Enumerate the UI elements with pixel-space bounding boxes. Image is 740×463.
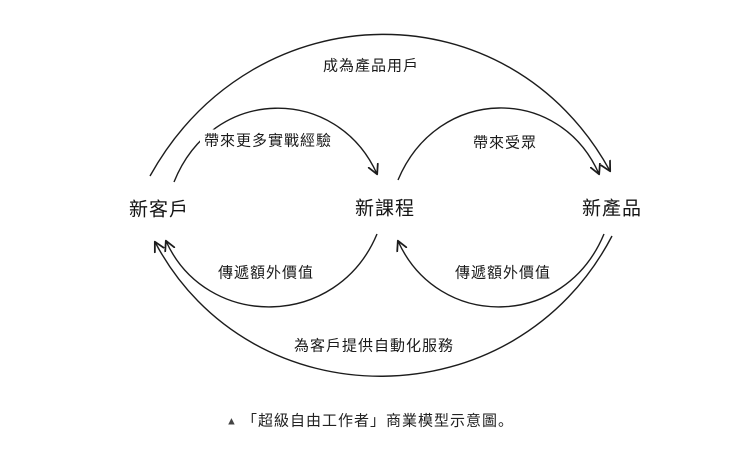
node-new-products: 新產品 [581, 198, 643, 220]
edge-label-bring-audience: 帶來受眾 [468, 131, 542, 153]
node-new-customers: 新客戶 [128, 199, 190, 221]
edge-label-become-product-users: 成為產品用戶 [318, 54, 424, 76]
caption-triangle-icon: ▲ [226, 415, 238, 428]
arrow-courses-to-customers [166, 233, 378, 308]
edge-label-deliver-extra-value-right: 傳遞額外價值 [450, 261, 556, 283]
arrow-courses-to-products [397, 107, 599, 181]
arrow-customers-to-courses [173, 107, 377, 183]
edge-label-bring-practical-experience: 帶來更多實戰經驗 [199, 129, 337, 151]
node-new-courses: 新課程 [354, 198, 416, 220]
caption-text: 「超級自由工作者」商業模型示意圖。 [241, 412, 514, 430]
arrow-customers-to-products [149, 33, 610, 177]
diagram-caption: ▲「超級自由工作者」商業模型示意圖。 [226, 410, 514, 431]
arrow-products-to-customers [155, 235, 613, 377]
arrow-products-to-courses [398, 233, 605, 308]
edge-label-automated-service: 為客戶提供自動化服務 [289, 334, 459, 356]
edge-label-deliver-extra-value-left: 傳遞額外價值 [213, 261, 319, 283]
